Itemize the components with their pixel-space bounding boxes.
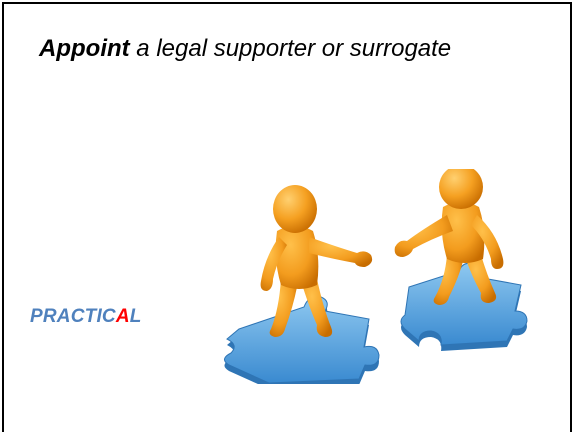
slide-title-emphasis: Appoint [39, 35, 130, 62]
acronym-after: L [129, 306, 142, 327]
two-figures-on-puzzle-pieces-illustration [224, 169, 528, 384]
acronym-label: PRACTICAL [30, 306, 142, 328]
slide-title-rest: a legal supporter or surrogate [129, 35, 452, 62]
acronym-before: PRACTIC [30, 306, 116, 327]
right-figure [394, 169, 504, 305]
left-figure [260, 185, 373, 337]
right-puzzle-piece [400, 262, 528, 351]
acronym-highlight: A [115, 306, 130, 327]
slide-title: Appoint a legal supporter or surrogate [39, 35, 451, 63]
left-puzzle-piece [224, 296, 380, 384]
